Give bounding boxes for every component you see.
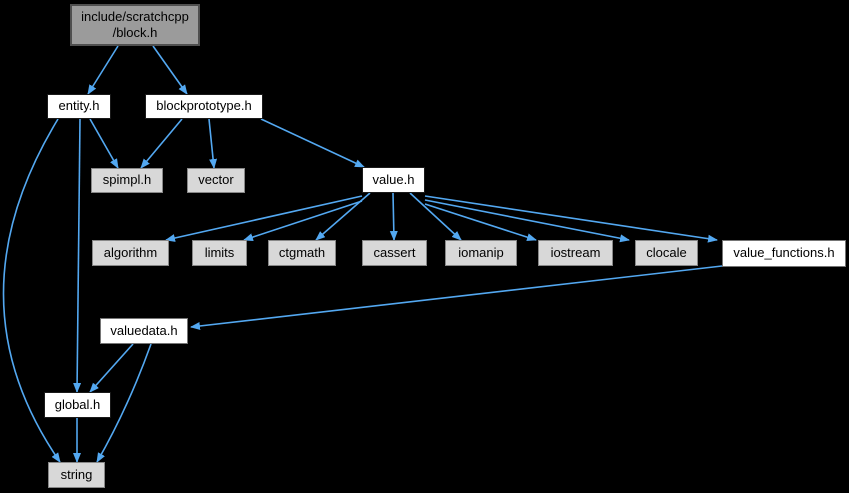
edge-block-h-to-blockprototype-h — [152, 45, 188, 95]
node-value-functions-h[interactable]: value_functions.h — [722, 240, 846, 267]
edge-blockprototype-h-to-value-h — [260, 118, 365, 168]
edge-value-h-to-cassert — [389, 192, 398, 241]
edge-value-h-to-limits — [243, 200, 363, 241]
node-clocale: clocale — [635, 240, 698, 266]
node-spimpl-h: spimpl.h — [91, 168, 163, 193]
node-label: iostream — [550, 244, 601, 260]
edge-entity-h-to-spimpl-h — [89, 118, 119, 169]
node-label: ctgmath — [278, 244, 326, 260]
edge-entity-h-to-global-h — [73, 118, 82, 393]
edge-value-functions-h-to-valuedata-h — [190, 265, 723, 330]
edge-valuedata-h-to-global-h — [89, 343, 134, 393]
node-label: entity.h — [58, 98, 100, 114]
edge-value-h-to-ctgmath — [315, 192, 371, 241]
node-label: clocale — [646, 244, 687, 260]
node-valuedata-h[interactable]: valuedata.h — [100, 318, 188, 344]
node-label: cassert — [373, 244, 416, 260]
node-vector: vector — [187, 168, 245, 193]
node-value-h[interactable]: value.h — [362, 167, 425, 193]
edge-value-h-to-algorithm — [165, 195, 363, 242]
edge-valuedata-h-to-string — [96, 343, 152, 463]
edge-value-h-to-iomanip — [409, 192, 462, 241]
node-global-h[interactable]: global.h — [44, 392, 111, 418]
edge-blockprototype-h-to-vector — [208, 118, 218, 169]
edge-blockprototype-h-to-spimpl-h — [140, 118, 183, 169]
node-ctgmath: ctgmath — [268, 240, 336, 266]
node-limits: limits — [192, 240, 247, 266]
node-label: valuedata.h — [110, 322, 178, 338]
node-label: include/scratchcpp /block.h — [81, 8, 189, 40]
node-label: spimpl.h — [102, 172, 152, 188]
node-entity-h[interactable]: entity.h — [47, 94, 111, 119]
node-label: iomanip — [458, 244, 504, 260]
edge-value-h-to-value-functions-h — [424, 195, 718, 243]
node-blockprototype-h[interactable]: blockprototype.h — [145, 94, 263, 119]
node-cassert: cassert — [362, 240, 427, 266]
node-block-h: include/scratchcpp /block.h — [70, 4, 200, 46]
node-label: string — [60, 466, 93, 482]
node-label: value.h — [372, 171, 415, 187]
node-label: global.h — [54, 396, 101, 412]
edge-value-h-to-clocale — [424, 199, 630, 243]
node-label: limits — [204, 244, 235, 260]
node-label: algorithm — [103, 244, 158, 260]
node-label: value_functions.h — [733, 245, 835, 261]
node-label: blockprototype.h — [156, 98, 252, 114]
node-iomanip: iomanip — [445, 240, 517, 266]
edge-entity-h-to-string — [2, 118, 61, 463]
node-iostream: iostream — [538, 240, 613, 266]
node-string: string — [48, 462, 105, 488]
edge-value-h-to-iostream — [424, 203, 537, 242]
edge-block-h-to-entity-h — [87, 45, 119, 95]
node-label: vector — [198, 172, 234, 188]
node-algorithm: algorithm — [92, 240, 169, 266]
